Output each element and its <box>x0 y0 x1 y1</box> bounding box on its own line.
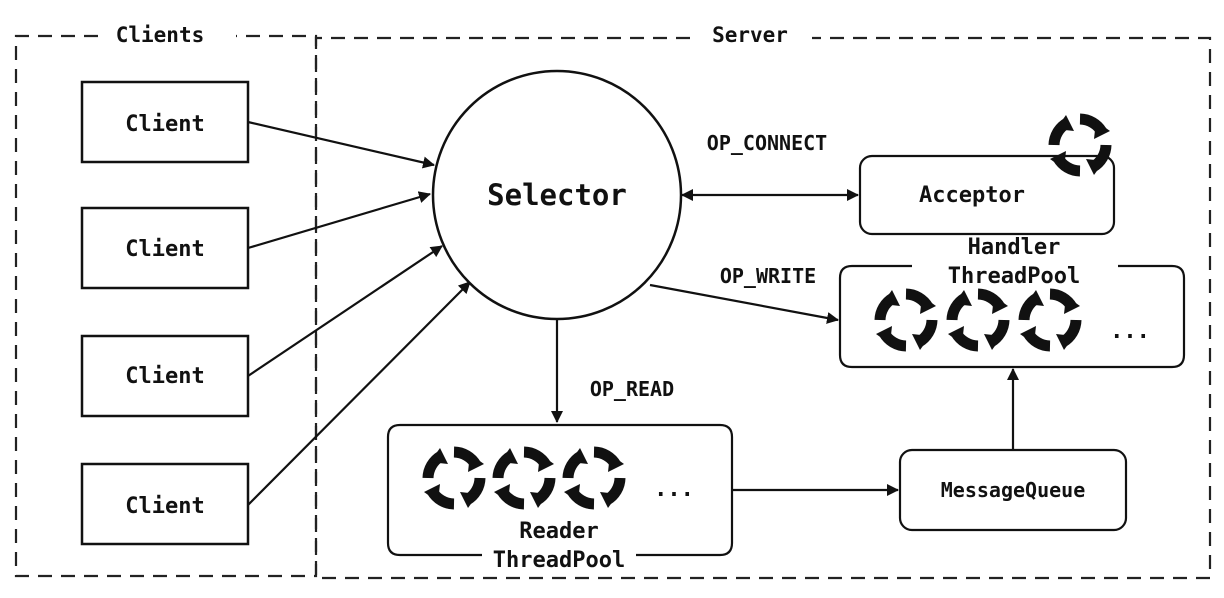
reader-thread-icon <box>494 448 554 508</box>
client-to-selector-arrow <box>247 120 435 169</box>
acceptor-label: Acceptor <box>919 183 1025 208</box>
clients-region <box>14 34 318 578</box>
selector-label: Selector <box>487 178 627 212</box>
reader-pool-label-2: ThreadPool <box>493 548 625 573</box>
handler-pool-label-2: ThreadPool <box>948 264 1080 289</box>
message-queue-box: MessageQueue <box>898 448 1128 532</box>
client-to-selector-arrow <box>247 245 443 377</box>
acceptor-thread-icon <box>1050 115 1110 175</box>
reader-thread-icon <box>424 448 484 508</box>
client-box: Client <box>80 206 250 290</box>
reader-ellipsis: ... <box>654 477 694 502</box>
op-read-label: OP_READ <box>590 377 674 401</box>
handler-thread-icon <box>1020 290 1080 350</box>
handler-thread-icon <box>948 290 1008 350</box>
client-box: Client <box>80 334 250 418</box>
client-label: Client <box>125 112 204 137</box>
handler-ellipsis: ... <box>1110 319 1150 344</box>
client-label: Client <box>125 494 204 519</box>
reader-pool-box <box>386 423 734 557</box>
selector-to-handler-arrow <box>649 283 839 324</box>
server-region <box>314 36 1212 580</box>
client-to-selector-arrow <box>247 191 431 250</box>
client-to-selector-arrow <box>247 281 471 506</box>
client-label: Client <box>125 237 204 262</box>
message-queue-label: MessageQueue <box>941 478 1086 502</box>
op-connect-label: OP_CONNECT <box>707 131 827 155</box>
handler-pool-box <box>838 264 1186 369</box>
clients-region-label: Clients <box>116 23 205 47</box>
handler-thread-icon <box>876 290 936 350</box>
server-region-label: Server <box>712 23 788 47</box>
op-write-label: OP_WRITE <box>720 264 816 288</box>
reader-thread-icon <box>564 448 624 508</box>
acceptor-box: Acceptor <box>858 154 1116 236</box>
client-label: Client <box>125 364 204 389</box>
handler-pool-label-1: Handler <box>968 235 1061 260</box>
client-box: Client <box>80 80 250 164</box>
reader-pool-label-1: Reader <box>519 519 598 544</box>
client-box: Client <box>80 462 250 546</box>
clients-label-bg <box>98 22 236 46</box>
